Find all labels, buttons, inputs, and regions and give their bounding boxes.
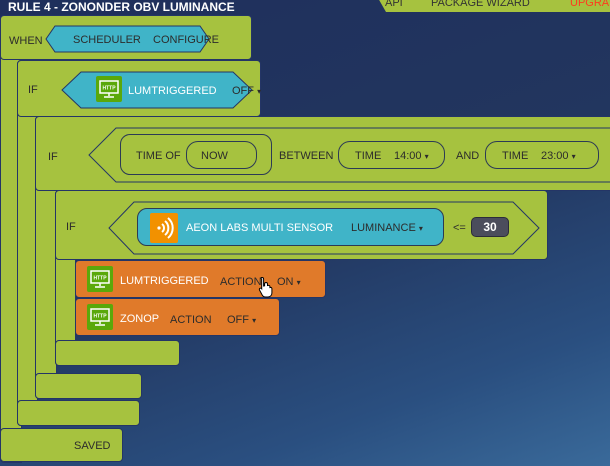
time2-dropdown[interactable] — [485, 141, 599, 169]
and-label: AND — [456, 150, 480, 162]
if1-device: LUMTRIGGERED — [128, 85, 217, 97]
dropdown-arrow-icon: ▾ — [252, 316, 257, 325]
if3-hex — [108, 201, 540, 255]
saved-block: SAVED — [0, 428, 123, 462]
svg-text:HTTP: HTTP — [93, 314, 107, 320]
if1-value-dropdown[interactable]: OFF ▾ — [232, 85, 261, 98]
threshold-input[interactable]: 30 — [471, 217, 509, 237]
action2-device: ZONOP — [120, 313, 160, 325]
action1-device: LUMTRIGGERED — [120, 275, 209, 287]
if3-label: IF — [66, 221, 76, 233]
sensor-wave-icon — [150, 213, 178, 243]
when-label: WHEN — [9, 35, 43, 47]
sensor-block[interactable] — [137, 208, 444, 246]
time-of-label: TIME OF — [136, 150, 181, 162]
if2-hex — [88, 127, 610, 183]
time2-value: 23:00 ▾ — [541, 150, 576, 163]
between-label: BETWEEN — [279, 150, 334, 162]
nav-package-wizard[interactable]: PACKAGE WIZARD — [431, 0, 530, 9]
if1-bottom — [17, 400, 140, 426]
now-value: NOW — [201, 150, 228, 162]
time2-label: TIME — [502, 150, 529, 162]
action2-label: ACTION — [170, 314, 212, 326]
top-nav: API PACKAGE WIZARD UPGRA — [378, 0, 610, 12]
action1-label: ACTION — [220, 276, 262, 288]
dropdown-arrow-icon: ▾ — [424, 152, 429, 161]
sensor-device: AEON LABS MULTI SENSOR — [186, 222, 334, 234]
nav-upgrade[interactable]: UPGRA — [570, 0, 610, 9]
action1-value-dropdown[interactable]: ON ▾ — [277, 276, 301, 289]
time-of-group — [120, 134, 272, 175]
operator[interactable]: <= — [453, 222, 466, 234]
action2-value: OFF — [227, 314, 249, 326]
dropdown-arrow-icon: ▾ — [418, 224, 423, 233]
scheduler-configure[interactable]: CONFIGURE — [153, 34, 219, 46]
http-icon: HTTP — [87, 266, 113, 292]
http-icon: HTTP — [96, 76, 122, 102]
time2-text: 23:00 — [541, 150, 569, 162]
saved-label: SAVED — [74, 440, 111, 452]
sensor-property: LUMINANCE — [351, 222, 416, 234]
scheduler-label: SCHEDULER — [73, 34, 141, 46]
time1-dropdown[interactable] — [338, 141, 445, 169]
dropdown-arrow-icon: ▾ — [257, 87, 262, 96]
threshold-value: 30 — [483, 220, 497, 234]
action2-value-dropdown[interactable]: OFF ▾ — [227, 314, 256, 327]
hand-cursor-icon — [258, 276, 273, 298]
dropdown-arrow-icon: ▾ — [296, 278, 301, 287]
time1-label: TIME — [355, 150, 382, 162]
action-block-lumtriggered[interactable] — [75, 260, 326, 298]
http-icon: HTTP — [87, 304, 113, 330]
time1-value: 14:00 ▾ — [394, 150, 429, 163]
nav-api[interactable]: API — [385, 0, 403, 9]
if3-bottom — [55, 340, 180, 366]
action1-value: ON — [277, 276, 294, 288]
time1-text: 14:00 — [394, 150, 422, 162]
scheduler-hex[interactable] — [45, 25, 210, 53]
if2-bottom — [35, 373, 142, 399]
sensor-property-dropdown[interactable]: LUMINANCE ▾ — [351, 222, 423, 235]
if2-label: IF — [48, 151, 58, 163]
svg-text:HTTP: HTTP — [102, 86, 116, 92]
if1-label: IF — [28, 84, 38, 96]
svg-text:HTTP: HTTP — [93, 276, 107, 282]
dropdown-arrow-icon: ▾ — [571, 152, 576, 161]
if1-value: OFF — [232, 85, 254, 97]
rule-title: RULE 4 - ZONONDER OBV LUMINANCE — [8, 0, 235, 14]
now-field[interactable] — [186, 141, 257, 169]
